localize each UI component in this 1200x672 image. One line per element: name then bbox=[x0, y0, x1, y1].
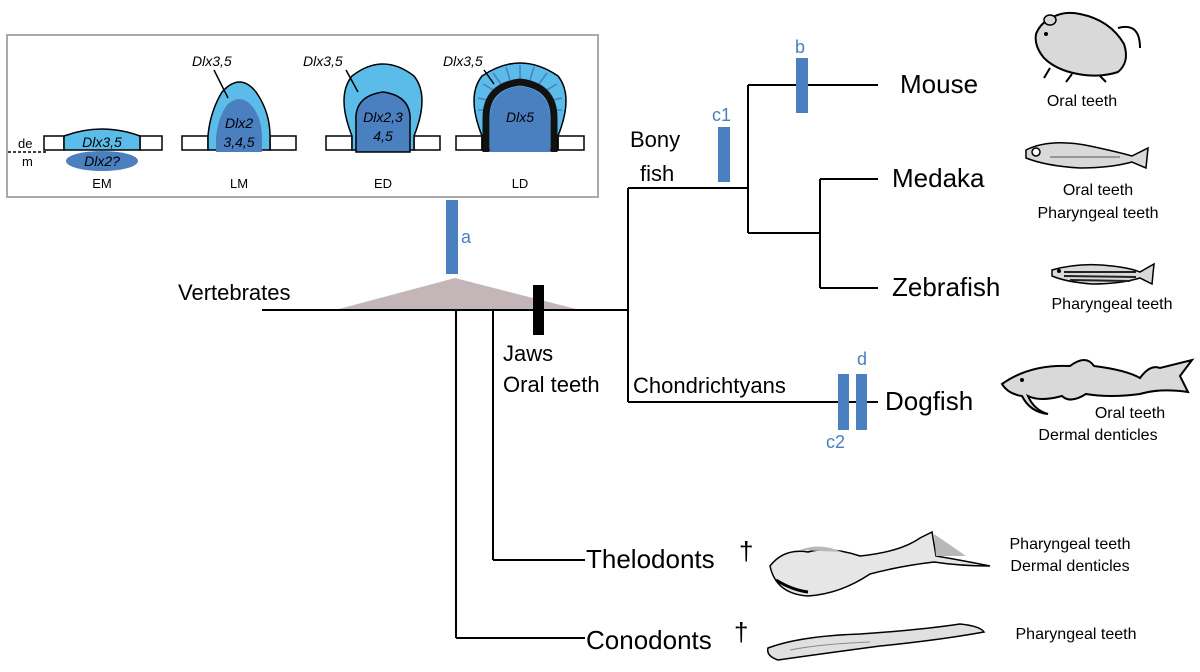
dogfish-icon bbox=[1000, 358, 1195, 415]
stage-lm: Dlx3,5 Dlx2 3,4,5 LM bbox=[181, 53, 297, 191]
em-mesenchyme bbox=[66, 151, 138, 171]
em-upper-gene: Dlx3,5 bbox=[82, 134, 122, 150]
thelodont-icon bbox=[769, 530, 991, 597]
conodonts-extinct-mark: † bbox=[734, 617, 748, 647]
em-stage-label: EM bbox=[92, 176, 112, 191]
dogfish-trait-1: Oral teeth bbox=[1095, 405, 1165, 422]
lm-stage-label: LM bbox=[230, 176, 248, 191]
ed-inner-gene-2: 4,5 bbox=[373, 128, 393, 144]
stage-em: Dlx3,5 Dlx2? EM bbox=[43, 128, 163, 191]
em-epithelium-right bbox=[139, 135, 163, 151]
marker-c1-bar bbox=[718, 127, 730, 182]
medaka-icon bbox=[1025, 142, 1149, 170]
marker-c2-label: c2 bbox=[826, 432, 845, 452]
epithelium-label: de bbox=[18, 136, 32, 151]
taxon-mouse: Mouse bbox=[900, 69, 978, 99]
bony-fish-label-1: Bony bbox=[630, 127, 680, 152]
taxon-zebrafish: Zebrafish bbox=[892, 272, 1000, 302]
ed-epithelium-right bbox=[413, 135, 441, 151]
zebrafish-icon bbox=[1051, 262, 1155, 286]
chondrichthyans-label: Chondrichtyans bbox=[633, 373, 786, 398]
ld-epithelium-right bbox=[557, 135, 585, 151]
ld-callout-line bbox=[483, 69, 495, 85]
lm-mesenchyme bbox=[216, 99, 262, 152]
thelodonts-trait-2: Dermal denticles bbox=[1010, 558, 1129, 575]
dogfish-trait-2: Dermal denticles bbox=[1038, 427, 1157, 444]
em-epithelium-left bbox=[43, 135, 65, 151]
marker-a-bar bbox=[446, 200, 458, 274]
ed-stage-label: ED bbox=[374, 176, 392, 191]
ld-stage-label: LD bbox=[512, 176, 529, 191]
ld-dentine-layer bbox=[482, 78, 558, 152]
mouse-icon bbox=[1034, 11, 1141, 83]
thelodonts-extinct-mark: † bbox=[739, 536, 753, 566]
marker-c1-label: c1 bbox=[712, 105, 731, 125]
taxon-thelodonts: Thelodonts bbox=[586, 544, 715, 574]
ed-papilla bbox=[355, 91, 411, 153]
vertebrate-radiation-triangle bbox=[335, 278, 580, 310]
taxon-conodonts: Conodonts bbox=[586, 625, 712, 655]
thelodonts-trait-1: Pharyngeal teeth bbox=[1010, 536, 1131, 553]
lm-epithelium-right bbox=[269, 135, 297, 151]
jaws-marker-bar bbox=[533, 285, 544, 335]
taxon-medaka: Medaka bbox=[892, 163, 985, 193]
stage-ld: Dlx3,5 Dlx5 LD bbox=[443, 53, 585, 191]
zebrafish-trait-1: Pharyngeal teeth bbox=[1052, 296, 1173, 313]
ld-inner-gene-1: Dlx5 bbox=[506, 109, 534, 125]
marker-c2-bar bbox=[838, 374, 849, 430]
marker-b-bar bbox=[796, 58, 808, 113]
jaws-label: Jaws bbox=[503, 341, 553, 366]
em-lower-gene: Dlx2? bbox=[84, 153, 120, 169]
bony-fish-label-2: fish bbox=[640, 161, 674, 186]
medaka-trait-2: Pharyngeal teeth bbox=[1038, 205, 1159, 222]
marker-d-bar bbox=[856, 374, 867, 430]
em-placode bbox=[63, 128, 141, 151]
ed-inner-gene-1: Dlx2,3 bbox=[363, 109, 403, 125]
ed-callout-line bbox=[345, 69, 359, 93]
mesenchyme-label: m bbox=[22, 154, 33, 169]
lm-callout-line bbox=[213, 69, 229, 99]
vertebrates-label: Vertebrates bbox=[178, 280, 291, 305]
lm-epithelium-left bbox=[181, 135, 209, 151]
marker-d-label: d bbox=[857, 349, 867, 369]
oral-teeth-node-label: Oral teeth bbox=[503, 372, 600, 397]
tooth-development-inset: de m Dlx3,5 Dlx2? EM Dlx3,5 Dlx2 3,4,5 L… bbox=[6, 34, 599, 198]
lm-callout-gene: Dlx3,5 bbox=[192, 53, 232, 69]
medaka-trait-1: Oral teeth bbox=[1063, 182, 1133, 199]
taxon-dogfish: Dogfish bbox=[885, 386, 973, 416]
lm-inner-gene-2: 3,4,5 bbox=[223, 134, 254, 150]
conodont-icon bbox=[766, 623, 986, 661]
ed-epithelium-left bbox=[325, 135, 353, 151]
marker-a-label: a bbox=[461, 227, 472, 247]
mouse-trait-1: Oral teeth bbox=[1047, 93, 1117, 110]
ed-callout-gene: Dlx3,5 bbox=[303, 53, 343, 69]
ld-callout-gene: Dlx3,5 bbox=[443, 53, 483, 69]
stage-ed: Dlx3,5 Dlx2,3 4,5 ED bbox=[303, 53, 441, 191]
ld-epithelium-left bbox=[455, 135, 483, 151]
marker-b-label: b bbox=[795, 37, 805, 57]
taxon-labels: Mouse Oral teeth Medaka Oral teeth Phary… bbox=[586, 69, 1172, 655]
conodonts-trait-1: Pharyngeal teeth bbox=[1016, 626, 1137, 643]
lm-inner-gene-1: Dlx2 bbox=[225, 115, 253, 131]
phylogenetic-tree: a Vertebrates Jaws Oral teeth Bony fish … bbox=[178, 37, 878, 639]
ld-papilla bbox=[490, 86, 550, 152]
